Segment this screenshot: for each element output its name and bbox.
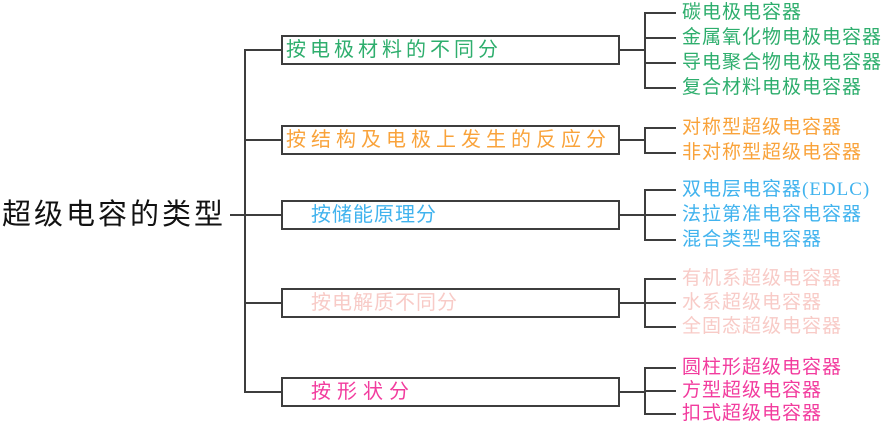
branch-label: 按结构及电极上发生的反应分 xyxy=(286,129,611,151)
box-right-connector-line xyxy=(618,49,646,51)
branch-connector-line xyxy=(244,139,282,141)
leaf-tick-line xyxy=(644,278,676,280)
leaf-node: 复合材料电极电容器 xyxy=(682,77,863,98)
leaf-tick-line xyxy=(644,87,676,89)
leaf-node: 圆柱形超级电容器 xyxy=(682,357,843,378)
leaf-node: 金属氧化物电极电容器 xyxy=(682,27,883,48)
leaf-node: 有机系超级电容器 xyxy=(682,268,843,289)
branch-label: 按储能原理分 xyxy=(311,204,437,226)
main-spine-line xyxy=(244,49,246,393)
branch-box-electrode-material: 按电极材料的不同分 xyxy=(281,35,620,65)
leaf-tick-line xyxy=(644,127,676,129)
branch-label: 按电解质不同分 xyxy=(311,292,458,314)
leaf-node: 全固态超级电容器 xyxy=(682,316,843,337)
leaf-node: 扣式超级电容器 xyxy=(682,403,823,424)
leaf-tick-line xyxy=(644,239,676,241)
leaf-spine-line xyxy=(644,12,646,89)
leaf-node: 非对称型超级电容器 xyxy=(682,142,863,163)
box-right-connector-line xyxy=(618,139,646,141)
box-right-connector-line xyxy=(618,214,646,216)
branch-box-shape: 按形状分 xyxy=(281,377,620,407)
leaf-tick-line xyxy=(644,37,676,39)
leaf-tick-line xyxy=(644,214,676,216)
leaf-tick-line xyxy=(644,12,676,14)
branch-connector-line xyxy=(244,302,282,304)
leaf-node: 碳电极电容器 xyxy=(682,2,803,23)
root-node-label: 超级电容的类型 xyxy=(2,199,227,231)
branch-connector-line xyxy=(244,49,282,51)
branch-connector-line xyxy=(244,391,282,393)
leaf-tick-line xyxy=(644,152,676,154)
leaf-tick-line xyxy=(644,390,676,392)
box-right-connector-line xyxy=(618,302,646,304)
leaf-tick-line xyxy=(644,326,676,328)
branch-label: 按电极材料的不同分 xyxy=(286,39,502,61)
branch-label: 按形状分 xyxy=(311,381,415,403)
leaf-node: 混合类型电容器 xyxy=(682,229,823,250)
leaf-tick-line xyxy=(644,302,676,304)
leaf-node: 对称型超级电容器 xyxy=(682,117,843,138)
leaf-node: 双电层电容器(EDLC) xyxy=(682,179,871,200)
leaf-tick-line xyxy=(644,367,676,369)
leaf-tick-line xyxy=(644,413,676,415)
branch-box-energy-storage-principle: 按储能原理分 xyxy=(281,200,620,230)
branch-connector-line xyxy=(244,214,282,216)
leaf-node: 方型超级电容器 xyxy=(682,380,823,401)
leaf-node: 水系超级电容器 xyxy=(682,292,823,313)
leaf-spine-line xyxy=(644,127,646,154)
branch-box-electrolyte: 按电解质不同分 xyxy=(281,288,620,318)
leaf-tick-line xyxy=(644,189,676,191)
box-right-connector-line xyxy=(618,391,646,393)
leaf-node: 法拉第准电容电容器 xyxy=(682,204,863,225)
leaf-node: 导电聚合物电极电容器 xyxy=(682,52,883,73)
leaf-tick-line xyxy=(644,62,676,64)
branch-box-structure-reaction: 按结构及电极上发生的反应分 xyxy=(281,125,620,155)
